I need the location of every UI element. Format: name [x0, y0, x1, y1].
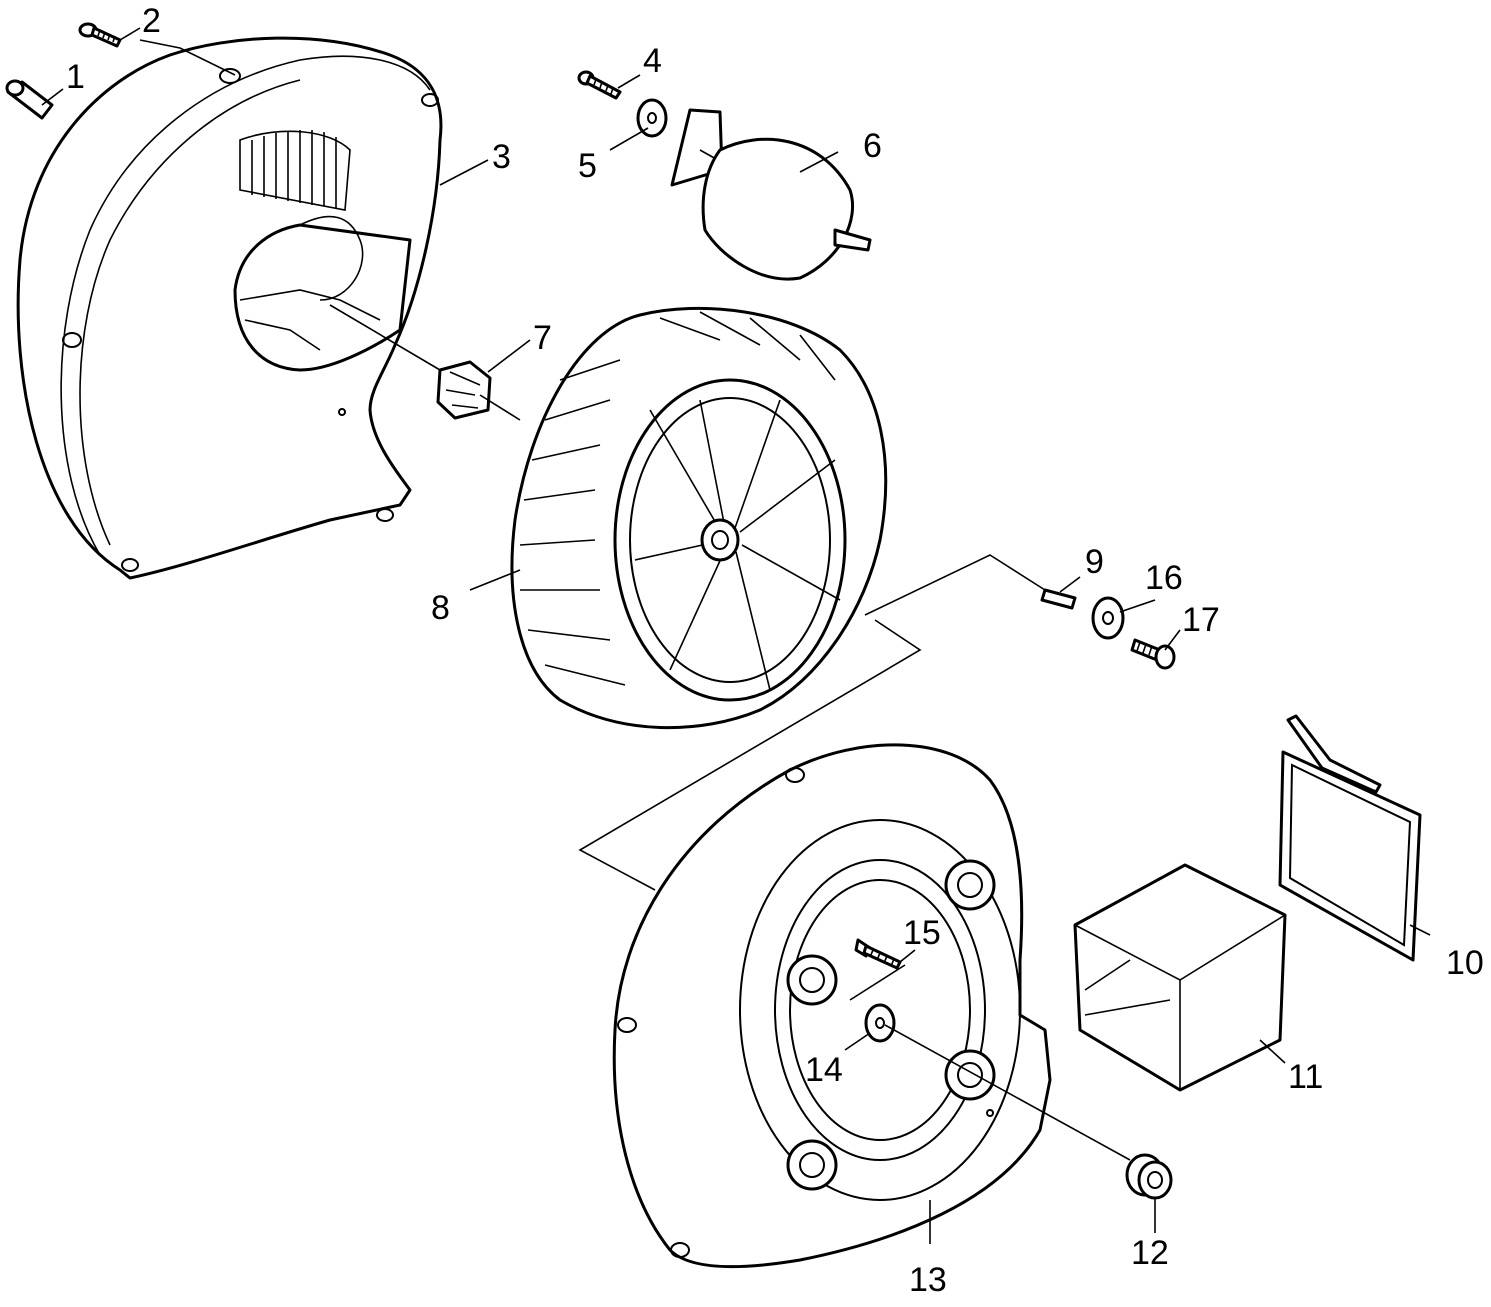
callout-3: 3 [492, 138, 511, 176]
washer-part-16 [1091, 596, 1125, 640]
callout-6: 6 [863, 127, 882, 165]
callout-labels: 1 2 3 4 5 6 7 8 9 10 11 12 13 14 15 16 1… [66, 2, 1484, 1299]
callout-14: 14 [805, 1051, 843, 1089]
washer-part-5 [636, 98, 668, 138]
filter-box-part-11 [1073, 863, 1287, 1092]
callout-5: 5 [578, 147, 597, 185]
callout-11: 11 [1288, 1058, 1323, 1096]
callout-10: 10 [1446, 944, 1484, 982]
filter-frame-part-10 [1278, 714, 1422, 962]
callout-9: 9 [1085, 543, 1104, 581]
coupling-part-7 [436, 360, 492, 420]
callout-8: 8 [431, 589, 450, 627]
callout-15: 15 [903, 914, 941, 952]
screw-part-15 [854, 938, 902, 970]
callout-4: 4 [643, 42, 662, 80]
pin-part-9 [1040, 588, 1077, 610]
housing-cover-part-13 [612, 743, 1052, 1269]
callout-7: 7 [533, 319, 552, 357]
impeller-wheel-part-8 [510, 306, 888, 730]
leader-lines [41, 27, 1431, 1244]
flap-valve-part-6 [670, 108, 872, 281]
screw-part-1 [5, 79, 54, 120]
callout-16: 16 [1145, 559, 1183, 597]
callout-2: 2 [142, 2, 161, 40]
blower-housing [16, 36, 443, 580]
grommet-part-12 [1125, 1153, 1173, 1200]
callout-13: 13 [909, 1261, 947, 1299]
washer-part-14 [864, 1003, 896, 1043]
screw-part-4 [577, 70, 622, 100]
callout-1: 1 [66, 58, 85, 96]
callout-12: 12 [1131, 1234, 1169, 1272]
callout-17: 17 [1182, 601, 1220, 639]
screw-part-17 [1130, 638, 1176, 670]
screw-part-2 [78, 22, 122, 48]
